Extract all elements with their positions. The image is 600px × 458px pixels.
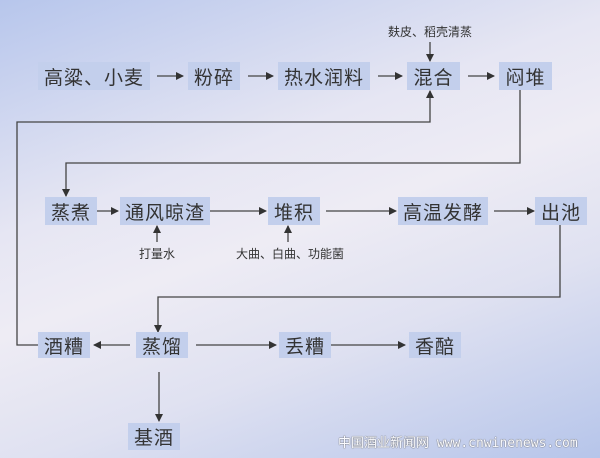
step-crush: 粉碎	[188, 62, 240, 90]
step-fragrant-grains: 香醅	[409, 332, 461, 358]
step-high-temp-ferment: 高温发酵	[398, 197, 488, 225]
watermark: 中国酒业新闻网 www.cnwinenews.com	[338, 436, 578, 451]
step-pile: 闷堆	[499, 62, 552, 90]
step-stack: 堆积	[268, 197, 320, 225]
step-base-liquor: 基酒	[128, 423, 180, 450]
step-hot-water-soak: 热水润料	[278, 62, 370, 90]
input-starters: 大曲、白曲、功能菌	[235, 247, 345, 261]
input-water: 打量水	[138, 247, 176, 261]
step-distiller-grains: 酒糟	[38, 332, 90, 358]
step-air-cool: 通风晾渣	[120, 197, 210, 225]
step-grain: 高粱、小麦	[38, 62, 150, 90]
step-out-pit: 出池	[535, 197, 587, 225]
step-mix: 混合	[407, 62, 460, 90]
step-discard-grains: 丢糟	[279, 332, 331, 358]
step-distill: 蒸馏	[136, 332, 188, 358]
step-steam-cook: 蒸煮	[45, 197, 97, 225]
input-bran-husk: 麸皮、稻壳清蒸	[387, 25, 473, 39]
